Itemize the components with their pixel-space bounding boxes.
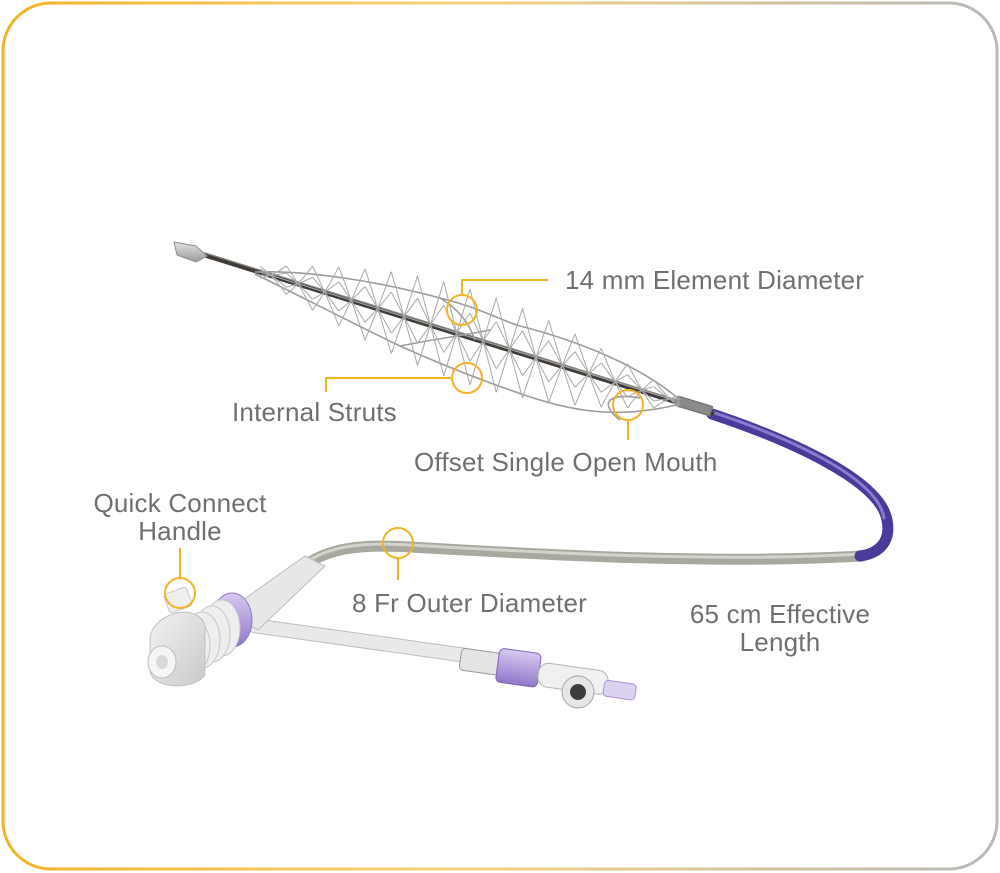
mesh-strut: [574, 369, 602, 379]
mesh-strut: [574, 348, 602, 406]
mesh-strut: [286, 276, 313, 288]
label-length-line1: 65 cm Effective: [689, 599, 871, 629]
label-handle-line2: Handle: [138, 516, 222, 546]
mesh-strut: [627, 379, 655, 409]
mesh-strut: [338, 268, 366, 326]
mesh-strut: [443, 288, 471, 377]
callout-internal-struts: [325, 362, 483, 394]
mesh-strut: [259, 265, 287, 295]
mesh-strut: [364, 286, 392, 334]
mesh-strut: [627, 374, 655, 402]
mesh-strut: [548, 333, 576, 403]
mesh-strut: [653, 379, 681, 409]
circle-marker-icon: [451, 362, 483, 394]
mesh-strut: [574, 351, 602, 393]
circle-marker-icon: [446, 294, 478, 326]
mesh-strut: [312, 265, 340, 326]
mesh-strut: [259, 272, 287, 276]
mesh-strut: [259, 271, 287, 281]
mesh-strut: [653, 398, 681, 402]
circle-marker-icon: [612, 389, 644, 421]
mesh-strut: [600, 363, 628, 408]
mesh-strut: [312, 266, 340, 311]
mesh-strut: [312, 276, 340, 312]
mesh-strut: [285, 265, 313, 295]
mesh-strut: [285, 265, 313, 311]
mesh-strut: [469, 297, 497, 386]
circle-marker-icon: [382, 527, 414, 559]
mesh-strut: [600, 348, 628, 409]
quick-connect-handle: [147, 555, 326, 687]
mesh-strut: [312, 287, 339, 297]
mesh-strut: [286, 279, 313, 289]
mesh-strut: [600, 362, 628, 398]
label-handle-line1: Quick Connect: [93, 488, 267, 518]
label-open-mouth: Offset Single Open Mouth: [414, 447, 718, 477]
catheter-gray-shaft: [299, 540, 868, 571]
label-internal-struts: Internal Struts: [232, 397, 397, 427]
callout-element-diameter: [446, 279, 548, 326]
callout-open-mouth: [612, 389, 644, 440]
side-arm-assembly: [248, 618, 637, 709]
mesh-strut: [364, 271, 392, 341]
mesh-strut: [495, 308, 523, 393]
mesh-strut: [417, 281, 445, 366]
mesh-strut: [627, 386, 654, 398]
label-length-line2: Length: [739, 627, 821, 657]
mesh-strut: [653, 386, 681, 406]
label-element-diameter: 14 mm Element Diameter: [565, 265, 865, 295]
mesh-strut: [601, 377, 628, 387]
mesh-strut: [653, 395, 681, 409]
callout-handle: [164, 548, 196, 609]
label-outer-diameter: 8 Fr Outer Diameter: [352, 588, 587, 618]
mesh-strut: [548, 340, 576, 388]
mesh-strut: [653, 393, 681, 403]
mesh-strut: [338, 295, 366, 305]
callout-outer-diameter: [382, 527, 414, 580]
mesh-strut: [522, 320, 550, 399]
mesh-strut: [259, 268, 287, 288]
mesh-cells: [259, 265, 681, 409]
mesh-strut: [627, 385, 654, 395]
mesh-strut: [259, 265, 287, 279]
mesh-strut: [627, 363, 655, 409]
catheter-device-illustration: [147, 241, 894, 709]
mesh-strut: [285, 272, 313, 300]
distal-tip: [173, 241, 208, 263]
mesh-strut: [390, 275, 418, 354]
circle-marker-icon: [164, 577, 196, 609]
mesh-strut: [338, 281, 366, 323]
mesh-basket: [254, 270, 681, 421]
